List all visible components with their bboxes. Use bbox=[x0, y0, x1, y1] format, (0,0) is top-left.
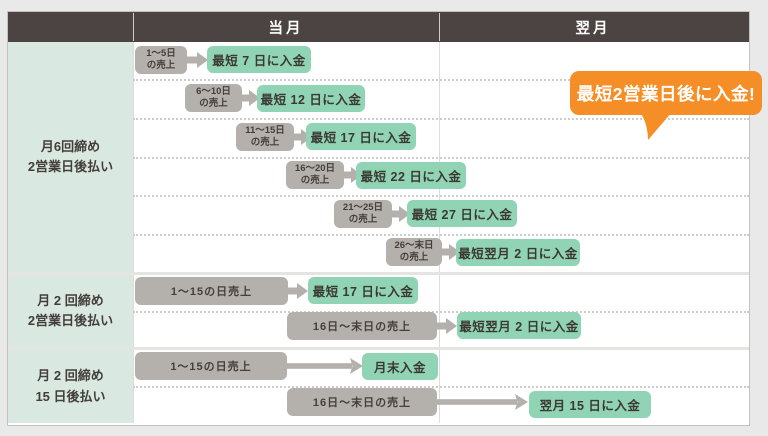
payment-schedule-table: 当月 翌月 月6回締め 2営業日後払い 月 2 回締め 2営業日後払い 月 2 … bbox=[7, 11, 762, 426]
row-divider-dotted bbox=[133, 234, 749, 236]
month-column-divider-line bbox=[439, 42, 440, 423]
payment-box: 最短 7 日に入金 bbox=[207, 46, 311, 73]
row-divider-dotted bbox=[133, 157, 749, 159]
row-divider-dotted bbox=[133, 386, 749, 388]
sales-period-line: の売上 bbox=[348, 214, 378, 225]
row-divider-dotted bbox=[133, 195, 749, 197]
sales-period-line: 11〜15日 bbox=[245, 124, 285, 136]
row-divider-dotted bbox=[133, 311, 749, 313]
arrow-right-icon bbox=[433, 318, 457, 334]
arrow-right-icon bbox=[184, 52, 208, 68]
payment-box: 翌月 15 日に入金 bbox=[529, 391, 651, 418]
sales-period-box: 21〜25日 の売上 bbox=[334, 200, 392, 228]
column-header-next-month: 翌月 bbox=[575, 20, 611, 37]
section-label-line: 月 2 回締め bbox=[37, 368, 104, 384]
payment-box: 最短 17 日に入金 bbox=[306, 123, 416, 150]
section-label-line: 2営業日後払い bbox=[27, 313, 114, 328]
sales-period-box: 16日〜末日の売上 bbox=[287, 312, 437, 340]
sales-period-box: 6〜10日 の売上 bbox=[185, 84, 242, 112]
arrow-right-icon bbox=[284, 358, 363, 374]
sidebar-section-monthly6: 月6回締め 2営業日後払い bbox=[8, 42, 133, 272]
arrow-right-icon bbox=[236, 90, 260, 106]
section-label-line: 月 2 回締め bbox=[37, 292, 104, 308]
section-label-line: 15 日後払い bbox=[35, 388, 106, 404]
callout-bubble: 最短2営業日後に入金! bbox=[570, 71, 762, 115]
sales-period-line: の売上 bbox=[250, 137, 280, 148]
callout-tail bbox=[640, 112, 672, 140]
sales-period-line: 16〜20日 bbox=[294, 162, 336, 174]
sales-period-box: 1〜15の日売上 bbox=[135, 352, 287, 380]
section-divider-line bbox=[8, 272, 749, 275]
sales-period-line: の売上 bbox=[199, 98, 228, 109]
arrow-right-icon bbox=[433, 394, 528, 410]
sales-period-box: 11〜15日 の売上 bbox=[236, 123, 294, 151]
sales-period-box: 16日〜末日の売上 bbox=[287, 388, 437, 416]
sidebar-section-monthly2-15days: 月 2 回締め 15 日後払い bbox=[8, 350, 133, 423]
sales-period-line: 21〜25日 bbox=[342, 201, 384, 213]
sales-period-line: 6〜10日 bbox=[196, 85, 231, 97]
row-divider-dotted bbox=[133, 79, 749, 81]
payment-box: 最短 12 日に入金 bbox=[257, 85, 365, 112]
sales-period-line: 1〜5日 bbox=[146, 47, 176, 59]
sales-period-box: 1〜5日 の売上 bbox=[135, 46, 187, 74]
sales-period-line: の売上 bbox=[146, 60, 176, 71]
payment-box: 最短 22 日に入金 bbox=[356, 162, 466, 189]
section-divider-line bbox=[8, 347, 749, 350]
payment-box: 月末入金 bbox=[362, 353, 438, 380]
payment-box: 最短 27 日に入金 bbox=[407, 200, 517, 227]
section-label-line: 2営業日後払い bbox=[27, 159, 114, 174]
sales-period-line: の売上 bbox=[399, 252, 429, 263]
sidebar-section-monthly2-2days: 月 2 回締め 2営業日後払い bbox=[8, 275, 133, 347]
table-header-bar bbox=[8, 12, 749, 42]
header-divider bbox=[133, 13, 134, 41]
sales-period-line: 26〜末日 bbox=[394, 239, 434, 251]
column-header-current-month: 当月 bbox=[268, 20, 304, 37]
sales-period-line: の売上 bbox=[300, 175, 330, 186]
payment-box: 最短 17 日に入金 bbox=[308, 277, 418, 304]
payment-box: 最短翌月 2 日に入金 bbox=[456, 239, 580, 266]
sales-period-box: 26〜末日 の売上 bbox=[386, 238, 442, 266]
sidebar-divider-line bbox=[133, 42, 134, 423]
arrow-right-icon bbox=[436, 244, 460, 260]
arrow-right-icon bbox=[284, 283, 308, 299]
sales-period-box: 1〜15の日売上 bbox=[135, 277, 288, 305]
header-divider bbox=[439, 13, 440, 41]
arrow-right-icon bbox=[386, 206, 410, 222]
row-divider-dotted bbox=[133, 118, 749, 120]
section-label-line: 月6回締め bbox=[40, 138, 101, 154]
payment-box: 最短翌月 2 日に入金 bbox=[457, 312, 581, 339]
sales-period-box: 16〜20日 の売上 bbox=[286, 161, 344, 189]
